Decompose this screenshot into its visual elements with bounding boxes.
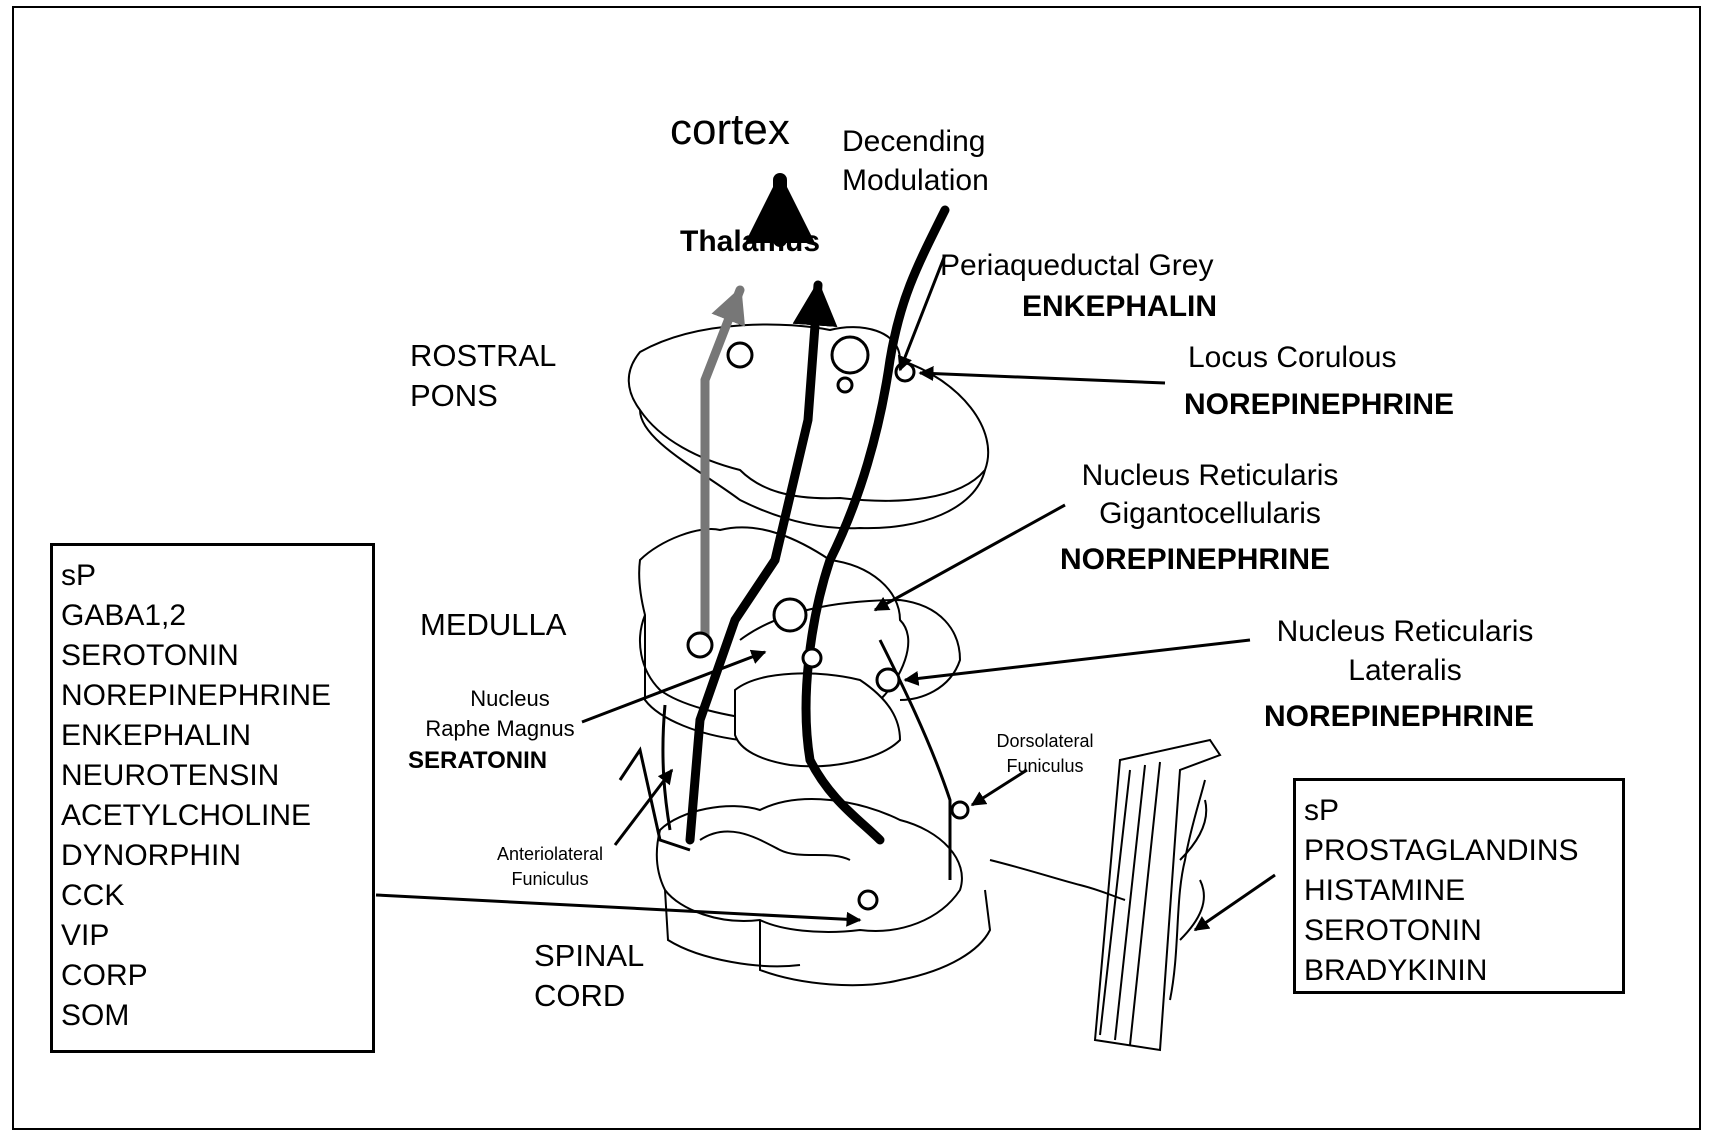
label-nrl-2: Lateralis [1255,656,1555,686]
list-item: DYNORPHIN [61,836,364,876]
label-nrm-1: Nucleus [420,688,600,710]
list-item: NOREPINEPHRINE [61,676,364,716]
label-descending-1: Decending [842,127,985,157]
label-nrg-chem: NOREPINEPHRINE [1060,545,1330,575]
list-item: SOM [61,996,364,1036]
pointer-nrg [875,505,1065,610]
label-cortex: cortex [670,108,790,152]
list-item: SEROTONIN [61,636,364,676]
label-dlf-2: Funiculus [975,757,1115,775]
list-item: NEUROTENSIN [61,756,364,796]
list-item: ENKEPHALIN [61,716,364,756]
pointer-pag [900,255,945,370]
label-dlf-1: Dorsolateral [975,732,1115,750]
label-nrl-chem: NOREPINEPHRINE [1264,702,1534,732]
label-pag-chem: ENKEPHALIN [1022,292,1217,322]
list-item: BRADYKININ [1304,951,1614,991]
list-item: GABA1,2 [61,596,364,636]
peripheral-mediator-box: sP PROSTAGLANDINS HISTAMINE SEROTONIN BR… [1293,778,1625,994]
label-rostral-2: PONS [410,380,498,411]
label-locus-chem: NOREPINEPHRINE [1184,390,1454,420]
list-item: sP [1304,791,1614,831]
label-rostral-1: ROSTRAL [410,340,556,371]
list-item: SEROTONIN [1304,911,1614,951]
label-nrl-1: Nucleus Reticularis [1255,617,1555,647]
label-pag: Periaqueductal Grey [940,251,1214,281]
label-thalamus: Thalamus [680,227,820,257]
list-item: PROSTAGLANDINS [1304,831,1614,871]
pointer-locus [920,373,1165,383]
list-item: HISTAMINE [1304,871,1614,911]
label-alf-2: Funiculus [480,870,620,888]
label-nrg-2: Gigantocellularis [1060,499,1360,529]
list-item: sP [61,556,364,596]
label-nrm-chem: SERATONIN [408,749,547,773]
label-spinal-1: SPINAL [534,940,644,971]
list-item: CORP [61,956,364,996]
label-descending-2: Modulation [842,166,989,196]
label-medulla: MEDULLA [420,609,566,640]
pointer-nrl [905,640,1250,680]
list-item: VIP [61,916,364,956]
label-locus: Locus Corulous [1188,343,1396,373]
spinal-neurotransmitter-box: sP GABA1,2 SEROTONIN NOREPINEPHRINE ENKE… [50,543,375,1053]
label-spinal-2: CORD [534,980,625,1011]
label-alf-1: Anteriolateral [480,845,620,863]
list-item: CCK [61,876,364,916]
pointer-skin [1195,875,1275,930]
list-item: ACETYLCHOLINE [61,796,364,836]
label-nrg-1: Nucleus Reticularis [1060,461,1360,491]
label-nrm-2: Raphe Magnus [400,718,600,740]
